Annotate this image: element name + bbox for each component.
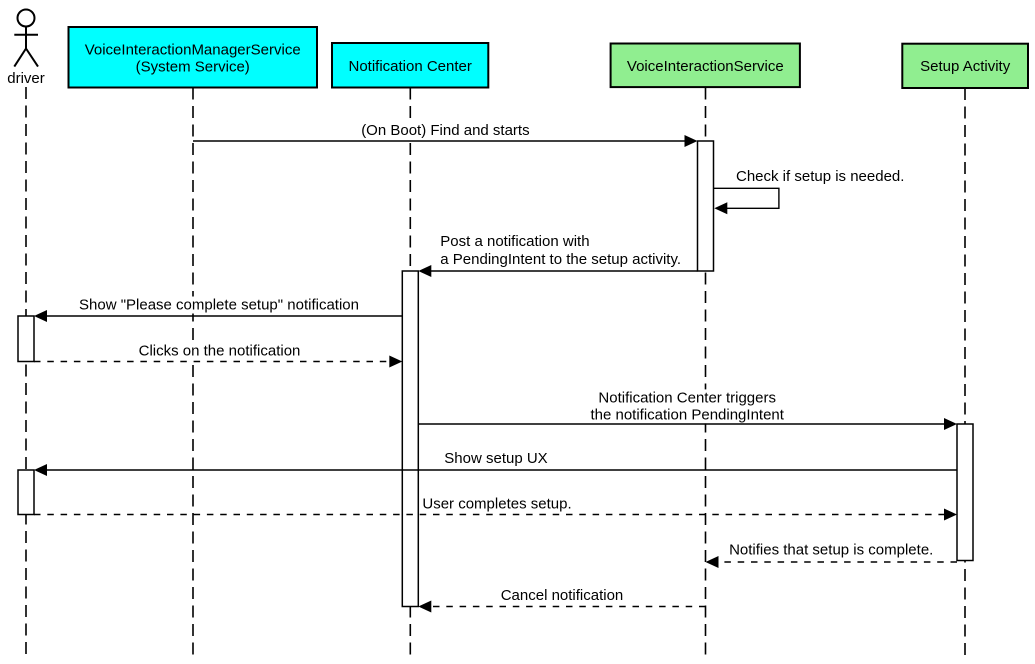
svg-text:VoiceInteractionService: VoiceInteractionService	[627, 58, 784, 75]
svg-text:Cancel notification: Cancel notification	[501, 587, 624, 604]
svg-text:driver: driver	[7, 70, 45, 87]
svg-text:Show setup UX: Show setup UX	[444, 450, 547, 467]
svg-text:Clicks on the notification: Clicks on the notification	[139, 342, 301, 359]
svg-text:Notifies that setup is complet: Notifies that setup is complete.	[729, 542, 933, 559]
svg-text:User completes setup.: User completes setup.	[422, 495, 571, 512]
svg-text:Post a notification with: Post a notification with	[440, 233, 589, 250]
svg-text:Setup Activity: Setup Activity	[920, 58, 1011, 75]
svg-text:Show "Please complete setup" n: Show "Please complete setup" notificatio…	[79, 297, 359, 314]
svg-text:Notification Center: Notification Center	[348, 58, 471, 75]
svg-text:Notification Center triggers: Notification Center triggers	[598, 389, 776, 406]
svg-text:a PendingIntent to the setup a: a PendingIntent to the setup activity.	[440, 251, 681, 268]
svg-text:(System Service): (System Service)	[136, 59, 250, 76]
svg-text:(On Boot) Find and starts: (On Boot) Find and starts	[361, 122, 529, 139]
svg-text:Check if setup is needed.: Check if setup is needed.	[736, 168, 904, 185]
svg-text:VoiceInteractionManagerService: VoiceInteractionManagerService	[85, 42, 301, 59]
svg-text:the notification PendingIntent: the notification PendingIntent	[590, 406, 784, 423]
